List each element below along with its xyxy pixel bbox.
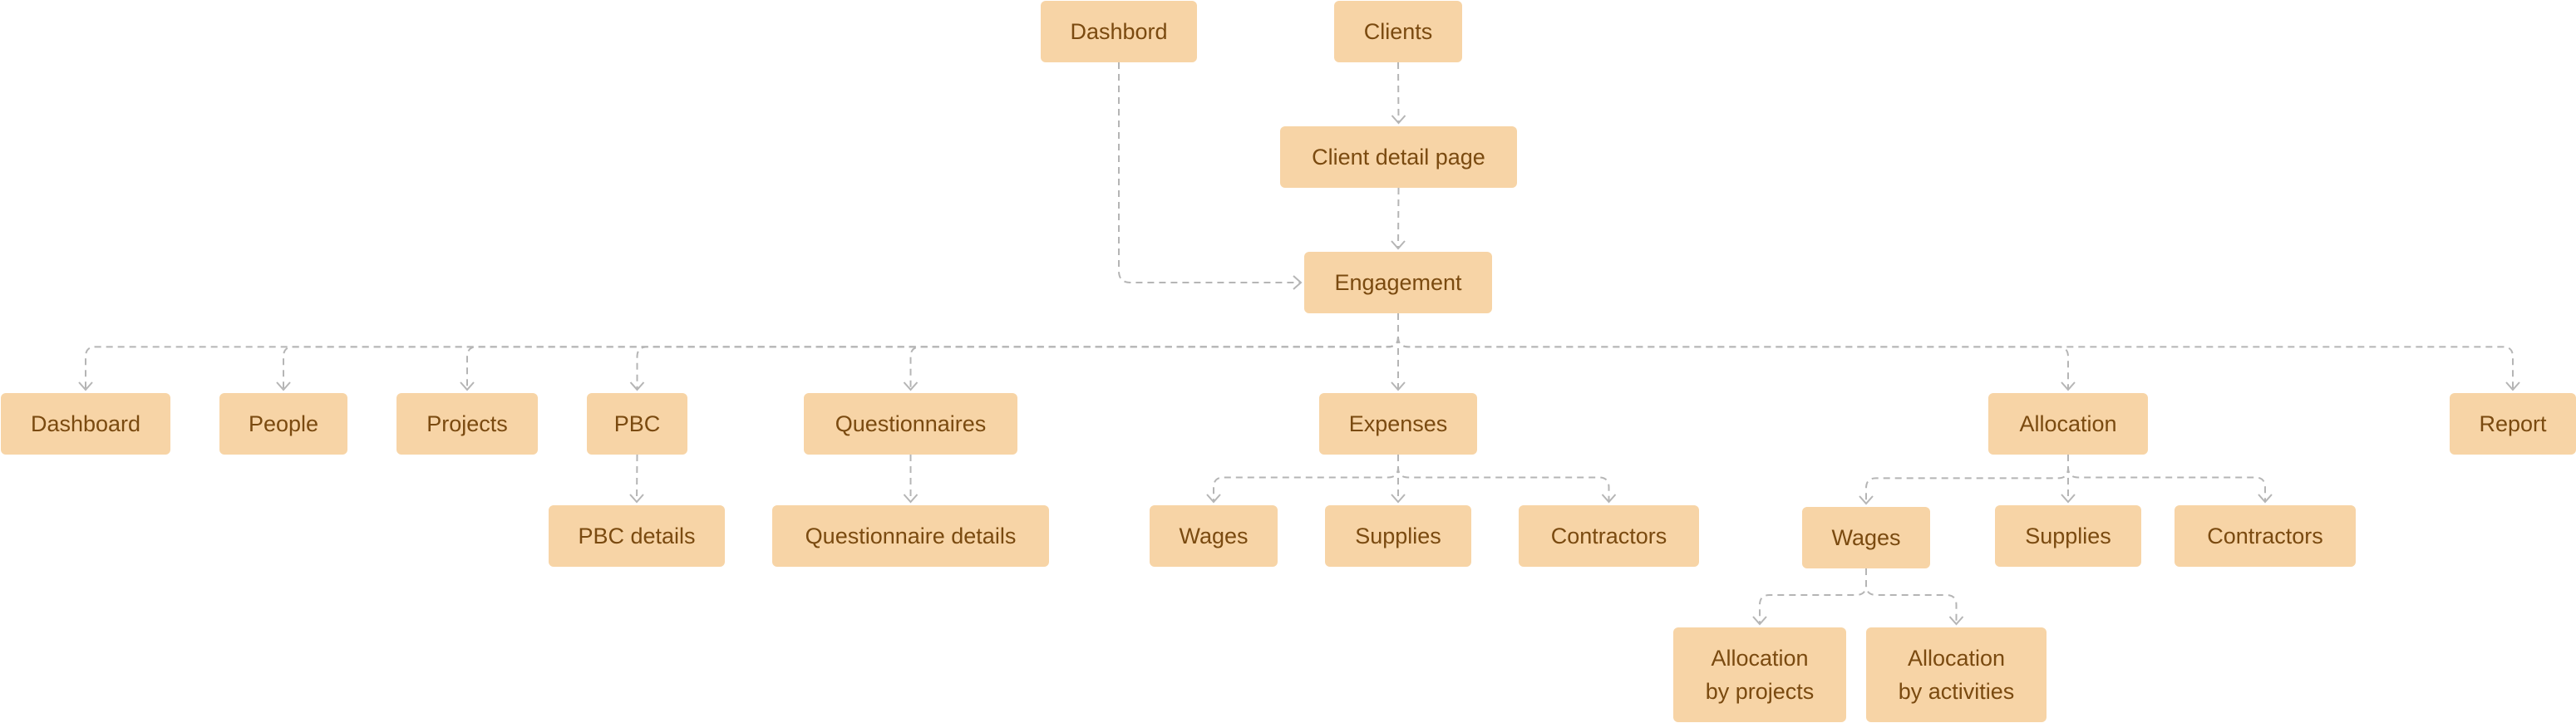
node-label-line: by activities [1898,679,2015,704]
node-client-detail-page[interactable]: Client detail page [1280,126,1517,188]
node-questionnaires[interactable]: Questionnaires [804,393,1017,455]
arrow-head-icon [629,494,644,504]
connector-engagement-projects [466,313,1399,390]
connector-clients-client_detail_page [1397,61,1400,124]
connector-engagement-report [1397,313,2514,390]
arrow-head-icon [2061,494,2076,504]
connector-engagement-allocation [1397,313,2069,390]
connector-alloc_wages-alloc_by_activities [1865,568,1958,624]
node-allocation-contractors[interactable]: Contractors [2175,505,2356,567]
arrow-head-icon [1391,381,1406,391]
node-expenses-supplies[interactable]: Supplies [1325,505,1471,567]
node-allocation[interactable]: Allocation [1988,393,2148,455]
node-report[interactable]: Report [2450,393,2576,455]
node-dashbord[interactable]: Dashbord [1041,1,1197,62]
arrow-head-icon [1391,240,1406,250]
node-label-line: Allocation [1907,646,2006,671]
arrow-head-icon [1391,494,1406,504]
node-label-line: Allocation [1711,646,1809,671]
connector-client_detail_page-engagement [1397,187,1400,249]
arrow-head-icon [1391,115,1406,125]
arrow-head-icon [903,381,919,391]
connector-allocation-alloc_contractors [2067,455,2266,502]
connector-engagement-dashboard [85,313,1399,390]
node-allocation-supplies[interactable]: Supplies [1995,505,2141,567]
node-people[interactable]: People [219,393,347,455]
node-projects[interactable]: Projects [396,393,538,455]
node-label-line: by projects [1705,679,1815,704]
node-expenses-wages[interactable]: Wages [1150,505,1278,567]
node-engagement[interactable]: Engagement [1304,252,1492,313]
arrow-head-icon [2061,381,2076,391]
node-allocation-by-activities[interactable]: Allocation by activities [1866,627,2047,722]
connector-engagement-questionnaires [909,313,1399,390]
arrow-head-icon [2505,381,2520,391]
arrow-head-icon [460,381,475,391]
node-pbc-details[interactable]: PBC details [549,505,725,567]
node-questionnaire-details[interactable]: Questionnaire details [772,505,1049,567]
node-expenses[interactable]: Expenses [1319,393,1477,455]
connector-allocation-alloc_wages [1865,455,2069,504]
node-allocation-by-projects[interactable]: Allocation by projects [1673,627,1846,722]
arrow-head-icon [1752,616,1767,626]
arrow-head-icon [1601,494,1617,504]
node-allocation-wages[interactable]: Wages [1802,507,1930,568]
node-dashboard[interactable]: Dashboard [1,393,170,455]
arrow-head-icon [629,381,645,391]
connector-alloc_wages-alloc_by_projects [1759,568,1867,624]
connector-pbc-pbc_details [636,454,638,503]
arrow-head-icon [1859,495,1874,505]
arrow-head-icon [1206,494,1221,504]
node-expenses-contractors[interactable]: Contractors [1519,505,1699,567]
node-clients[interactable]: Clients [1334,1,1462,62]
arrow-head-icon [1948,616,1964,626]
connector-engagement-pbc [636,313,1399,390]
connector-dashbord_top-engagement [1118,62,1301,283]
arrow-head-icon [276,381,291,391]
node-pbc[interactable]: PBC [587,393,687,455]
connector-expenses-exp_wages [1213,455,1399,502]
arrow-head-icon [2258,494,2273,504]
arrow-head-icon [1293,275,1303,290]
arrow-head-icon [903,494,919,504]
arrow-head-icon [78,381,93,391]
connector-engagement-people [283,313,1399,390]
connector-expenses-exp_contractors [1397,455,1610,502]
